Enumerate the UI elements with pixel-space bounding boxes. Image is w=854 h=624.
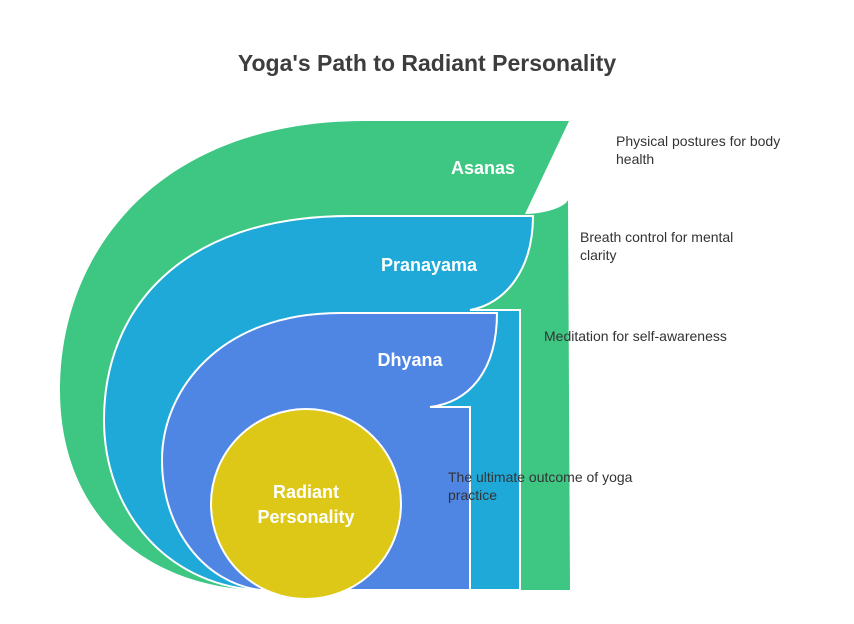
radiant-label-line2: Personality [257, 507, 354, 527]
dhyana-description: Meditation for self-awareness [544, 328, 727, 344]
radiant-label-line1: Radiant [273, 482, 339, 502]
pranayama-description: Breath control for mental clarity [580, 229, 734, 263]
radiant-description: The ultimate outcome of yoga practice [448, 469, 633, 503]
dhyana-label: Dhyana [377, 350, 443, 370]
asanas-description: Physical postures for body health [616, 133, 781, 167]
pranayama-label: Pranayama [381, 255, 478, 275]
asanas-label: Asanas [451, 158, 515, 178]
radiant-personality-circle [210, 408, 402, 600]
diagram-title: Yoga's Path to Radiant Personality [237, 50, 617, 76]
